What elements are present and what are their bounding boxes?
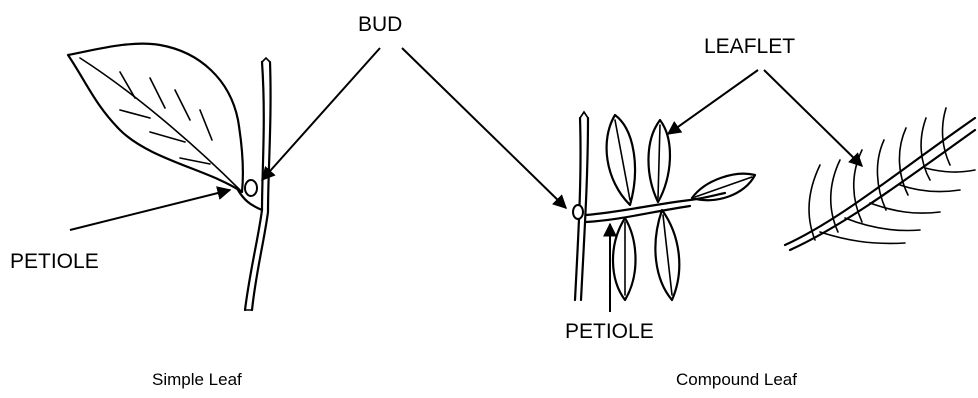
leaflet-closeup	[783, 107, 977, 252]
leaflet-4	[654, 208, 681, 302]
leaflet-arrow-right	[763, 69, 864, 167]
caption-compound-leaf: Compound Leaf	[676, 370, 797, 389]
bud-arrows	[261, 47, 568, 209]
petiole-arrow-simple	[69, 186, 232, 231]
leaflet-arrows	[666, 69, 864, 167]
leaflet-3	[611, 216, 637, 302]
simple-bud	[244, 179, 258, 197]
compound-rachis	[584, 191, 727, 217]
petiole-label-compound: PETIOLE	[565, 320, 654, 343]
bud-label: BUD	[358, 13, 403, 36]
simple-leaf-blade	[66, 42, 245, 194]
bud-arrow-simple	[261, 47, 381, 182]
petiole-label-simple: PETIOLE	[10, 250, 99, 273]
leaflet-arrow-left	[666, 69, 759, 135]
leaflet-label: LEAFLET	[704, 35, 796, 58]
caption-simple-leaf: Simple Leaf	[152, 370, 242, 389]
leaflet-1	[605, 113, 637, 207]
bud-arrow-compound	[401, 47, 568, 209]
simple-leaf-drawing	[66, 42, 272, 312]
compound-leaf-drawing	[572, 110, 757, 302]
leaflet-terminal	[690, 172, 757, 202]
leaflet-2	[647, 118, 671, 204]
